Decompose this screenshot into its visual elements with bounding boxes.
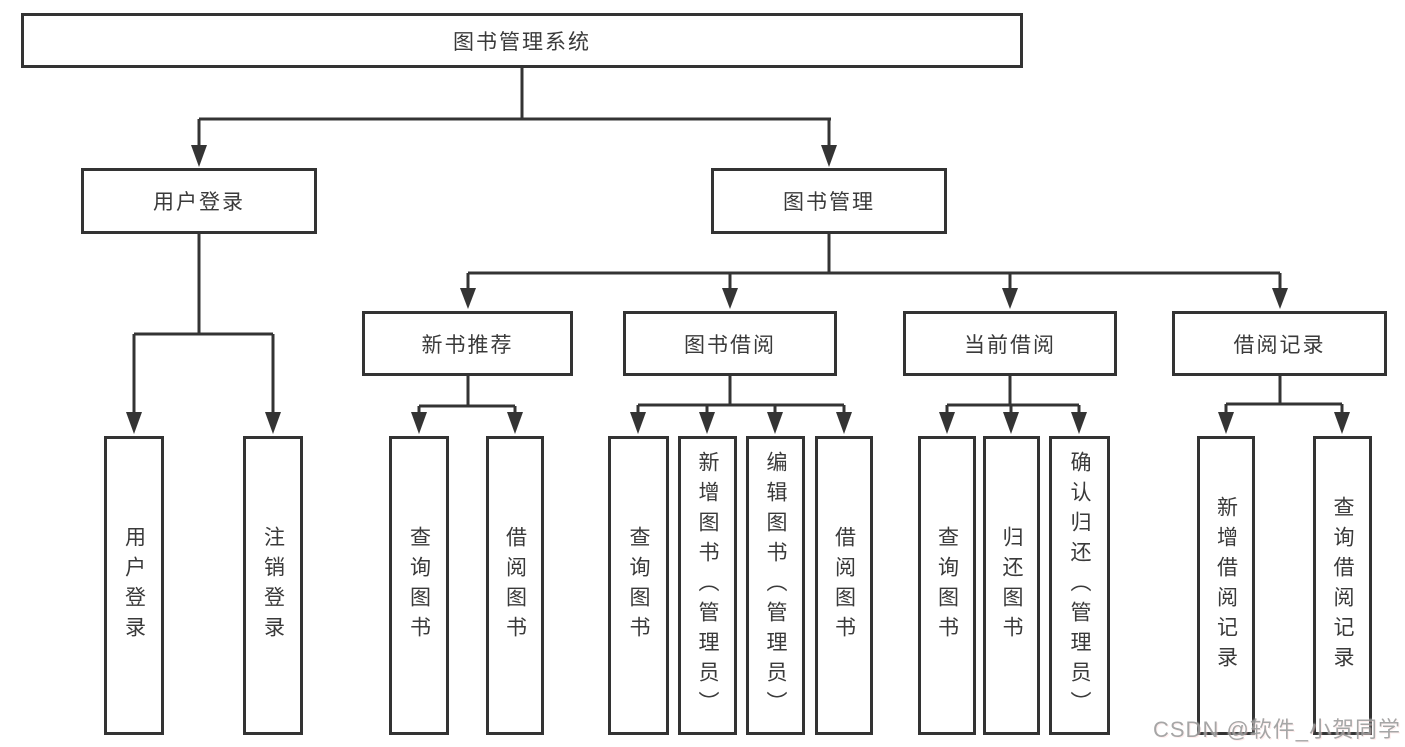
arrowhead-icon (265, 412, 281, 434)
arrowhead-icon (460, 288, 476, 309)
arrowhead-icon (722, 288, 738, 309)
arrowhead-icon (1334, 412, 1350, 434)
leaf-user-login: 用户登录 (104, 436, 164, 735)
csdn-watermark: CSDN @软件_小贺同学 (1153, 717, 1402, 742)
arrowhead-icon (1071, 412, 1087, 434)
leaf-query-books-current: 查询图书 (918, 436, 976, 735)
arrowhead-icon (1272, 288, 1288, 309)
arrowhead-icon (191, 145, 207, 167)
node-book-borrow: 图书借阅 (623, 311, 837, 376)
leaf-return-book: 归还图书 (983, 436, 1040, 735)
leaf-logout: 注销登录 (243, 436, 303, 735)
arrowhead-icon (1002, 288, 1018, 309)
node-root: 图书管理系统 (21, 13, 1023, 68)
arrowhead-icon (411, 412, 427, 434)
connector-current-borrow-children (939, 376, 1087, 434)
leaf-edit-book-admin: 编辑图书（管理员） (746, 436, 805, 735)
node-borrow-records: 借阅记录 (1172, 311, 1387, 376)
connector-user-login-children (126, 234, 281, 434)
leaf-query-books-rec: 查询图书 (389, 436, 449, 735)
arrowhead-icon (821, 145, 837, 167)
arrowhead-icon (767, 412, 783, 434)
connector-book-mgmt-to-level3 (460, 234, 1288, 309)
leaf-add-book-admin: 新增图书（管理员） (678, 436, 737, 735)
arrowhead-icon (1218, 412, 1234, 434)
connector-root-to-level2 (191, 68, 837, 167)
arrowhead-icon (1003, 412, 1019, 434)
arrowhead-icon (939, 412, 955, 434)
connector-new-book-rec-children (411, 376, 523, 434)
leaf-borrow-books-rec: 借阅图书 (486, 436, 544, 735)
connector-book-borrow-children (630, 376, 852, 434)
leaf-confirm-return-admin: 确认归还（管理员） (1049, 436, 1110, 735)
leaf-query-borrow-record: 查询借阅记录 (1313, 436, 1372, 735)
arrowhead-icon (699, 412, 715, 434)
connector-borrow-records-children (1218, 376, 1350, 434)
node-current-borrow: 当前借阅 (903, 311, 1117, 376)
leaf-query-books-borrow: 查询图书 (608, 436, 669, 735)
arrowhead-icon (836, 412, 852, 434)
leaf-borrow-books: 借阅图书 (815, 436, 873, 735)
arrowhead-icon (630, 412, 646, 434)
node-book-mgmt: 图书管理 (711, 168, 947, 234)
arrowhead-icon (126, 412, 142, 434)
node-new-book-rec: 新书推荐 (362, 311, 573, 376)
leaf-add-borrow-record: 新增借阅记录 (1197, 436, 1255, 735)
node-user-login: 用户登录 (81, 168, 317, 234)
arrowhead-icon (507, 412, 523, 434)
